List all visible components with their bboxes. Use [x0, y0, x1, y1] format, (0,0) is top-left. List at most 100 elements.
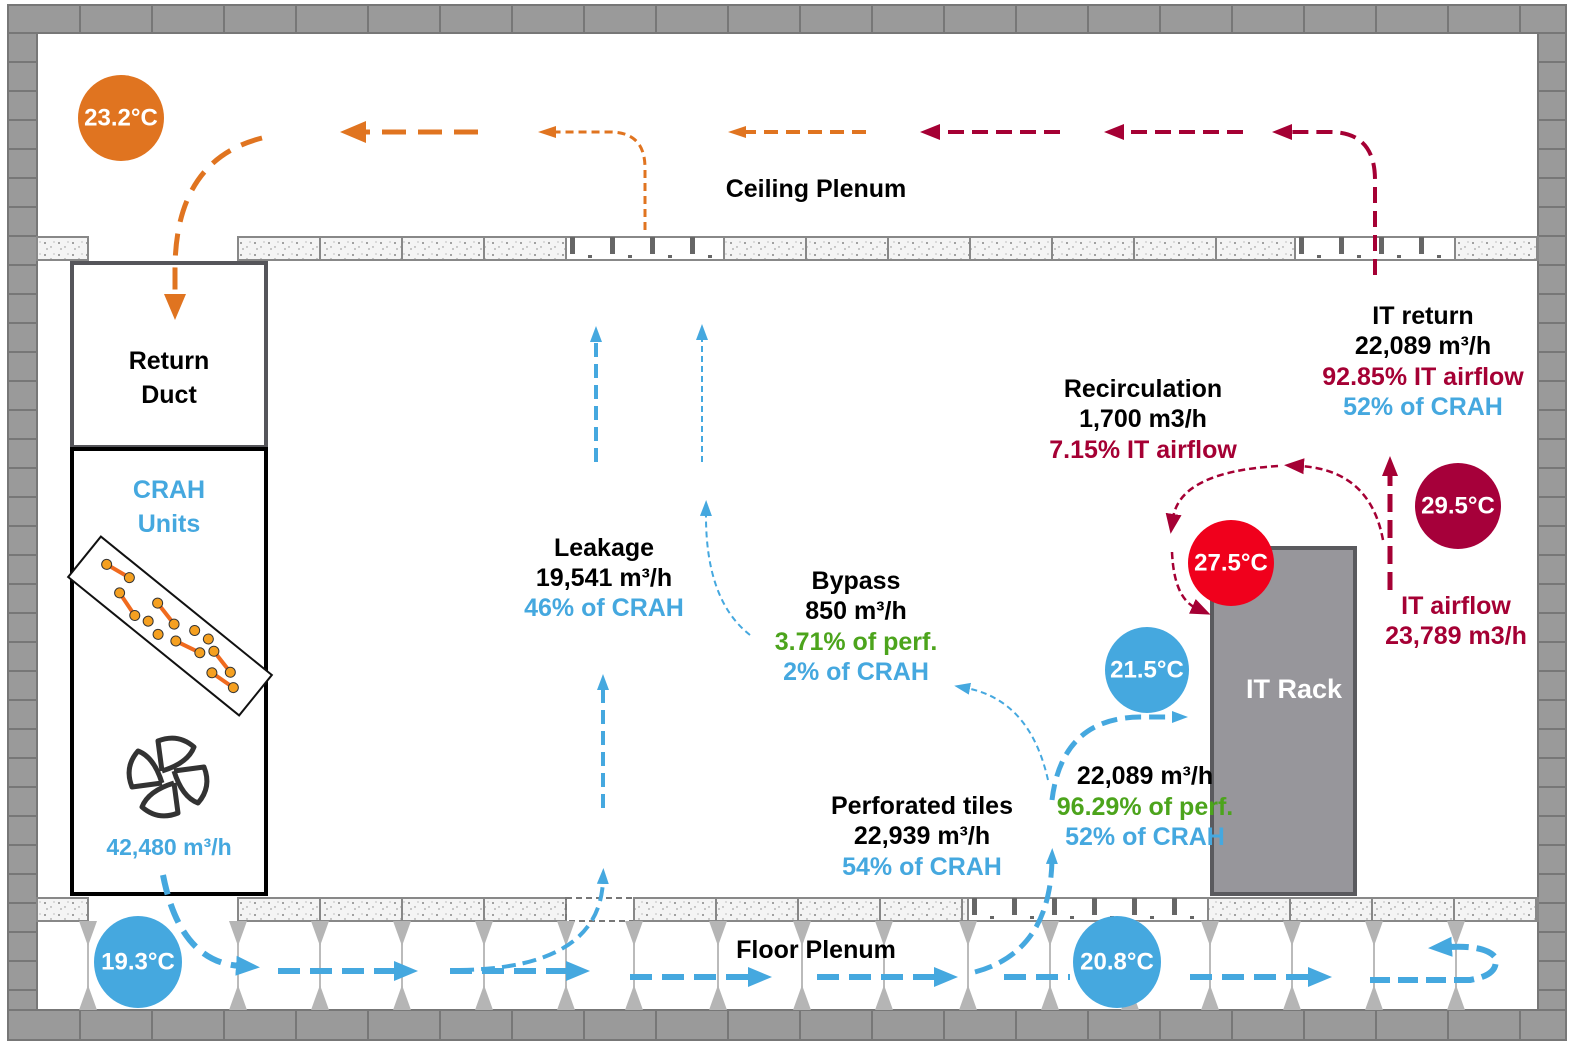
temp-badge-return: 23.2°C	[78, 75, 164, 161]
wall-brick	[1537, 612, 1567, 643]
wall-brick	[1537, 583, 1567, 614]
return-duct	[70, 261, 268, 449]
wall-brick	[1537, 90, 1567, 121]
pedestal-base	[229, 985, 247, 1010]
wall-brick	[1519, 1009, 1567, 1041]
coil-tube	[202, 633, 214, 645]
wall-brick	[1159, 4, 1233, 34]
svg-text:IT airflow: IT airflow	[1401, 592, 1511, 620]
wall-brick	[1537, 206, 1567, 237]
temp-badge-supply: 19.3°C	[94, 916, 182, 1008]
ceiling-tiles	[36, 236, 1539, 261]
wall-brick	[1537, 438, 1567, 469]
wall-brick	[511, 1009, 585, 1041]
floor-plenum-label: Floor Plenum	[736, 936, 896, 964]
wall-brick	[1537, 815, 1567, 846]
grille-slat	[972, 898, 977, 915]
wall-brick	[1537, 670, 1567, 701]
coil-tube	[170, 635, 182, 647]
wall-brick	[1231, 4, 1305, 34]
wall-brick	[1537, 496, 1567, 527]
wall-brick	[1537, 873, 1567, 904]
recirculation-arrow	[1284, 458, 1385, 541]
wall-brick	[367, 1009, 441, 1041]
solid-tile	[715, 897, 799, 922]
wall-brick	[1537, 525, 1567, 556]
temp-badge-inlet: 21.5°C	[1105, 627, 1189, 713]
it-rack-label: IT Rack	[1246, 674, 1343, 704]
wall-brick	[727, 1009, 801, 1041]
pedestal-head	[709, 921, 727, 946]
pedestal-base	[1041, 985, 1059, 1010]
wall-brick	[439, 4, 513, 34]
svg-text:46% of CRAH: 46% of CRAH	[524, 594, 684, 622]
wall-brick	[943, 4, 1017, 34]
grille-slat	[1419, 237, 1424, 254]
wall-brick	[1537, 786, 1567, 817]
recirculation-arrow	[1170, 551, 1211, 615]
coil-tube	[168, 618, 180, 630]
wall-brick	[1537, 351, 1567, 382]
wall-brick	[7, 989, 38, 1011]
grille-slat	[1150, 916, 1154, 919]
coil-tube	[101, 558, 113, 570]
grille-slat	[708, 255, 712, 258]
wall-brick	[1537, 380, 1567, 411]
coil-tube	[189, 625, 201, 637]
wall-brick	[7, 409, 38, 440]
pedestal-head	[1447, 921, 1465, 946]
wall-brick	[1537, 902, 1567, 933]
wall-brick	[1303, 4, 1377, 34]
coil-tube	[142, 615, 154, 627]
it-rack	[1210, 546, 1357, 896]
bypass-arrow	[954, 682, 1049, 781]
wall-brick	[7, 728, 38, 759]
wall-brick	[1537, 293, 1567, 324]
svg-text:22,089 m³/h: 22,089 m³/h	[1355, 332, 1491, 360]
wall-brick	[7, 380, 38, 411]
coil-tube	[194, 647, 206, 659]
coil-tube	[129, 609, 141, 621]
rack-supply-label: 22,089 m³/h 96.29% of perf. 52% of CRAH	[1057, 762, 1233, 851]
svg-text:20.8°C: 20.8°C	[1080, 949, 1154, 976]
wall-brick	[799, 1009, 873, 1041]
wall-brick	[871, 1009, 945, 1041]
coil-tube	[114, 587, 126, 599]
pedestal-head	[959, 921, 977, 946]
cooling-coil-icon	[66, 535, 274, 717]
wall-brick	[1519, 4, 1567, 34]
svg-text:850 m³/h: 850 m³/h	[805, 597, 906, 625]
wall-brick	[1375, 1009, 1449, 1041]
svg-text:29.5°C: 29.5°C	[1421, 493, 1495, 520]
wall-brick	[583, 4, 657, 34]
wall-brick	[79, 4, 153, 34]
wall-brick	[7, 786, 38, 817]
wall-brick	[7, 235, 38, 266]
perforated-tiles-label: Perforated tiles 22,939 m³/h 54% of CRAH	[831, 792, 1013, 881]
svg-text:19.3°C: 19.3°C	[101, 949, 175, 976]
wall-brick	[1537, 61, 1567, 92]
grille-slat	[1172, 898, 1177, 915]
wall-brick	[7, 467, 38, 498]
wall-brick	[7, 670, 38, 701]
raised-floor-tiles	[36, 897, 1539, 922]
svg-text:92.85% IT airflow: 92.85% IT airflow	[1322, 363, 1524, 391]
wall-brick	[1537, 235, 1567, 266]
leakage-label: Leakage 19,541 m³/h 46% of CRAH	[524, 534, 684, 622]
solid-tile	[1051, 236, 1135, 261]
solid-tile	[1453, 897, 1537, 922]
wall-brick	[7, 264, 38, 295]
wall-brick	[1537, 322, 1567, 353]
wall-brick	[7, 699, 38, 730]
wall-brick	[7, 4, 81, 34]
svg-text:96.29% of perf.: 96.29% of perf.	[1057, 793, 1233, 821]
wall-brick	[223, 4, 297, 34]
grille-slat	[1132, 898, 1137, 915]
grille-slat	[1070, 916, 1074, 919]
wall-brick	[1537, 264, 1567, 295]
temp-badge-floor: 20.8°C	[1073, 916, 1161, 1008]
svg-text:27.5°C: 27.5°C	[1194, 550, 1268, 577]
solid-tile	[1371, 897, 1455, 922]
coil-tube	[208, 645, 220, 657]
